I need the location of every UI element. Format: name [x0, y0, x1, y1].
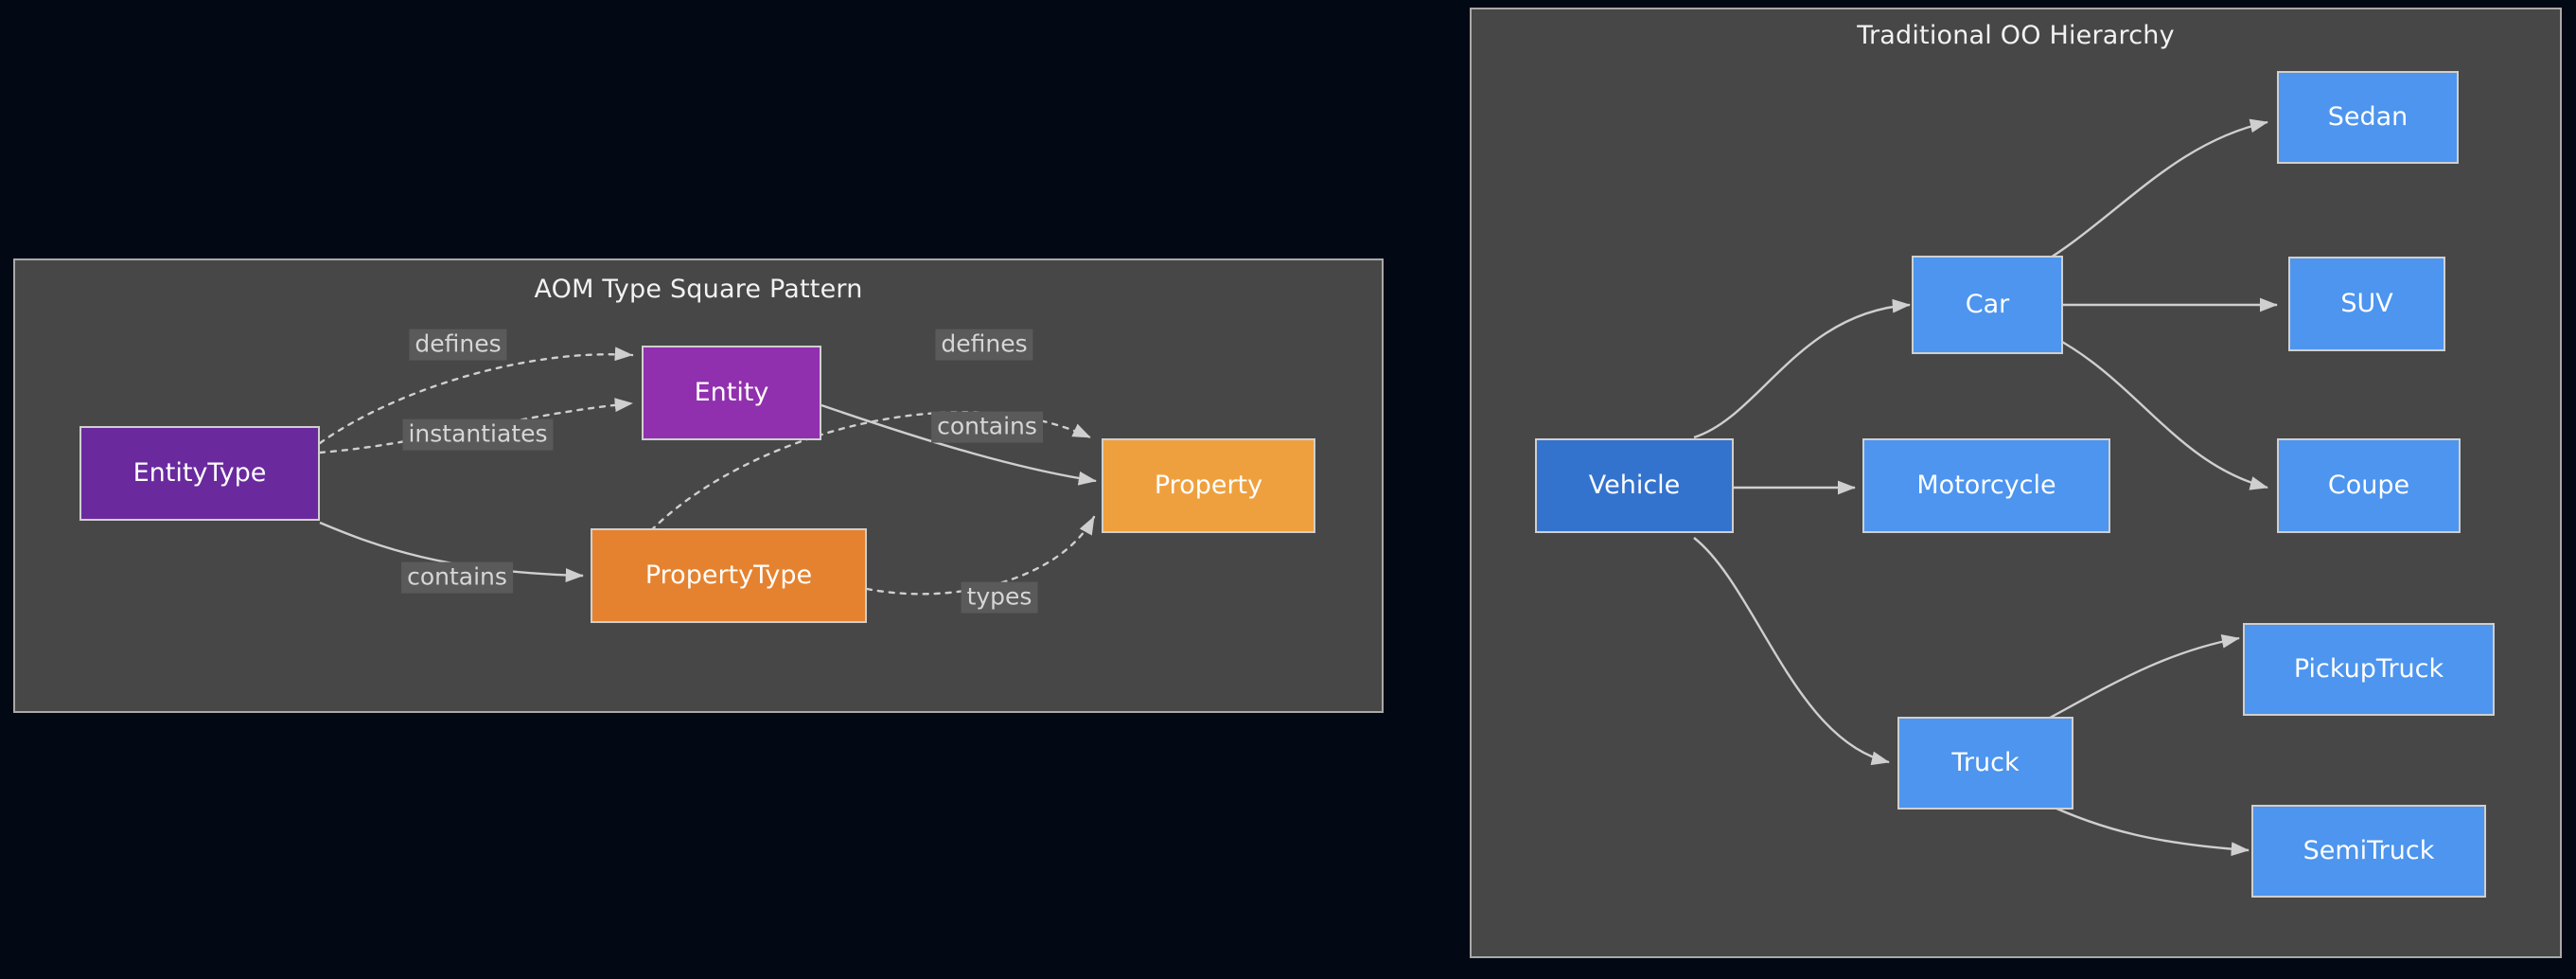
node-pickuptruck-label: PickupTruck [2293, 654, 2444, 685]
node-vehicle[interactable]: Vehicle [1535, 438, 1734, 533]
edge-label-defines-entity: defines [409, 329, 507, 361]
node-motorcycle[interactable]: Motorcycle [1862, 438, 2110, 533]
node-sedan-label: Sedan [2327, 102, 2408, 133]
node-property-label: Property [1154, 471, 1263, 501]
node-propertytype-label: PropertyType [644, 561, 813, 591]
node-entitytype-label: EntityType [132, 458, 267, 489]
edge-label-defines-property: defines [935, 329, 1033, 361]
node-motorcycle-label: Motorcycle [1916, 471, 2056, 501]
edge-label-contains-property: contains [931, 411, 1043, 443]
node-coupe-label: Coupe [2327, 471, 2410, 501]
edge-label-types: types [961, 581, 1038, 614]
node-semitruck[interactable]: SemiTruck [2251, 805, 2486, 898]
node-vehicle-label: Vehicle [1588, 471, 1681, 501]
edge-label-instantiates: instantiates [402, 418, 554, 451]
edge-label-contains-propertytype: contains [401, 561, 513, 594]
node-entitytype[interactable]: EntityType [79, 426, 320, 521]
panel-oo-title: Traditional OO Hierarchy [1857, 21, 2175, 50]
node-semitruck-label: SemiTruck [2303, 836, 2435, 866]
node-suv[interactable]: SUV [2288, 257, 2445, 351]
node-car[interactable]: Car [1912, 256, 2063, 354]
node-suv-label: SUV [2340, 289, 2393, 319]
node-sedan[interactable]: Sedan [2277, 71, 2459, 164]
node-truck[interactable]: Truck [1897, 717, 2073, 810]
node-propertytype[interactable]: PropertyType [591, 528, 867, 623]
node-entity-label: Entity [694, 378, 769, 408]
node-truck-label: Truck [1951, 748, 2020, 778]
panel-aom-title: AOM Type Square Pattern [534, 275, 863, 304]
node-pickuptruck[interactable]: PickupTruck [2243, 623, 2495, 716]
node-coupe[interactable]: Coupe [2277, 438, 2461, 533]
node-entity[interactable]: Entity [642, 346, 821, 440]
node-car-label: Car [1965, 290, 2010, 320]
node-property[interactable]: Property [1102, 438, 1315, 533]
